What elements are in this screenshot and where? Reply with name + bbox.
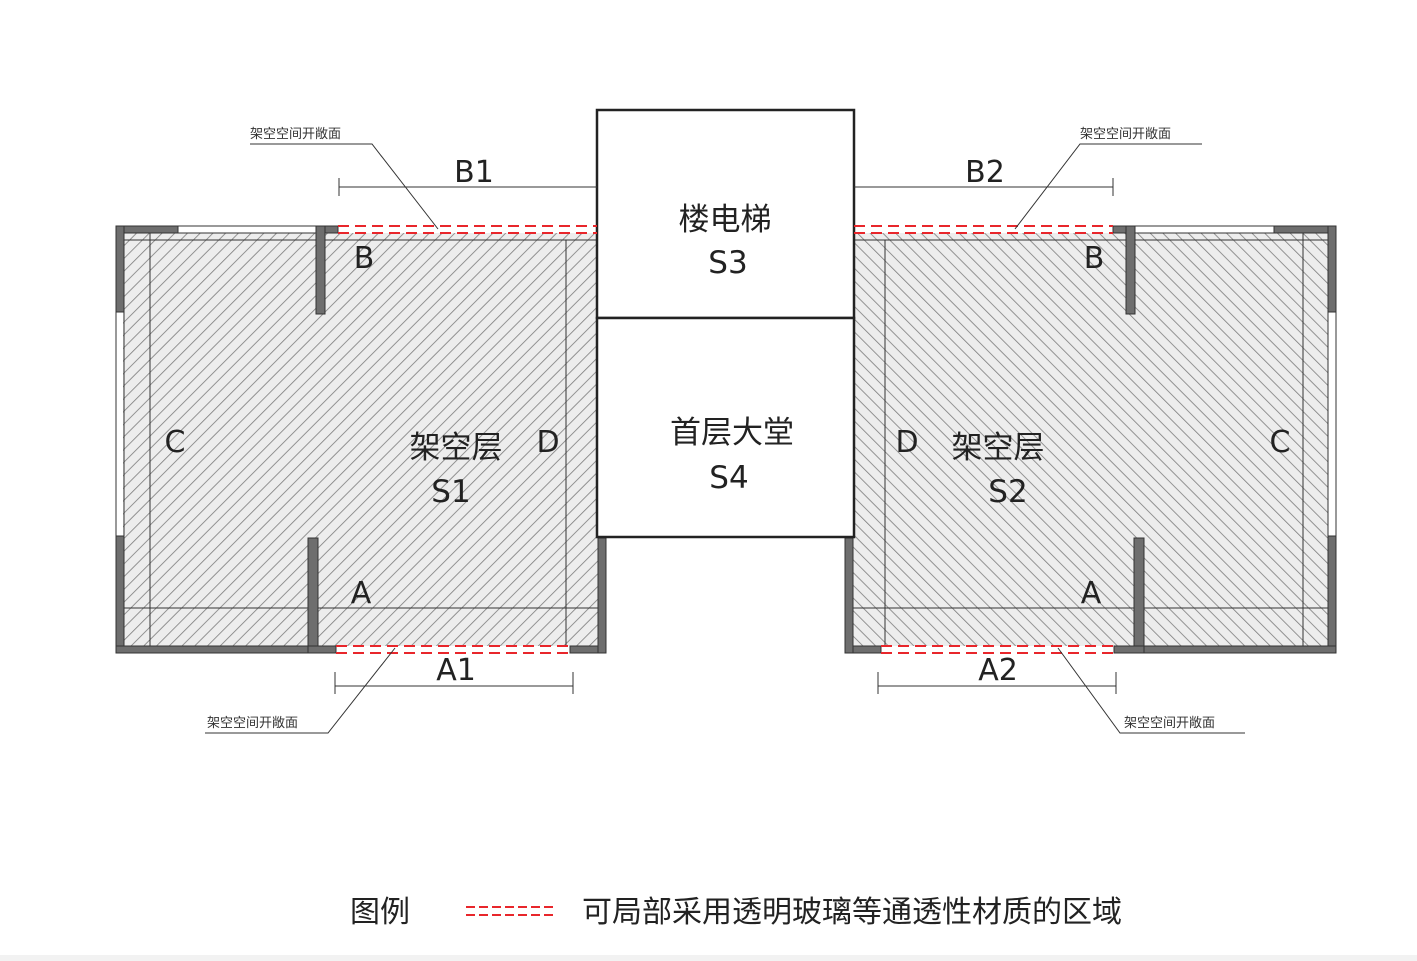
- dim-label-a1: A1: [436, 653, 476, 688]
- legend-title: 图例: [350, 895, 410, 930]
- zone-s1: [123, 233, 599, 646]
- edge-label-a-left: A: [351, 576, 372, 611]
- opening-face-label-br: 架空空间开敞面: [1124, 715, 1215, 731]
- room-s1-code: S1: [431, 474, 470, 510]
- leader-lines: [205, 143, 1245, 734]
- edge-label-c-right: C: [1270, 425, 1291, 460]
- room-s4-name: 首层大堂: [670, 415, 794, 451]
- opening-lines: [336, 225, 1114, 654]
- bottom-strip: [0, 955, 1417, 961]
- room-s2-name: 架空层: [952, 430, 1045, 466]
- edge-label-c-left: C: [165, 425, 186, 460]
- room-s2-code: S2: [988, 474, 1027, 510]
- edge-label-d-left: D: [536, 425, 559, 460]
- opening-face-label-bl: 架空空间开敞面: [207, 715, 298, 731]
- zone-s2: [852, 233, 1328, 646]
- outline-right: [1135, 225, 1337, 536]
- legend-swatch: [466, 906, 556, 916]
- edge-label-b-right: B: [1084, 241, 1105, 276]
- opening-face-label-tl: 架空空间开敞面: [250, 126, 341, 142]
- legend: 图例 可局部采用透明玻璃等通透性材质的区域: [350, 895, 1122, 930]
- edge-label-d-right: D: [895, 425, 918, 460]
- dim-label-b1: B1: [454, 155, 494, 190]
- edge-label-a-right: A: [1081, 576, 1102, 611]
- edge-label-b-left: B: [354, 241, 375, 276]
- dimension-lines: [334, 178, 1117, 694]
- walls-left: [115, 225, 607, 654]
- opening-face-label-tr: 架空空间开敞面: [1080, 126, 1171, 142]
- dim-label-a2: A2: [978, 653, 1018, 688]
- room-s1-name: 架空层: [410, 430, 503, 466]
- outline-left: [115, 225, 316, 536]
- room-s4-code: S4: [709, 460, 748, 496]
- core-block: [595, 108, 856, 539]
- walls-right: [844, 225, 1337, 654]
- legend-description: 可局部采用透明玻璃等通透性材质的区域: [582, 895, 1122, 930]
- room-s3-name: 楼电梯: [679, 202, 772, 238]
- dim-label-b2: B2: [965, 155, 1005, 190]
- room-s3-code: S3: [708, 245, 747, 281]
- guide-lines: [123, 233, 1328, 646]
